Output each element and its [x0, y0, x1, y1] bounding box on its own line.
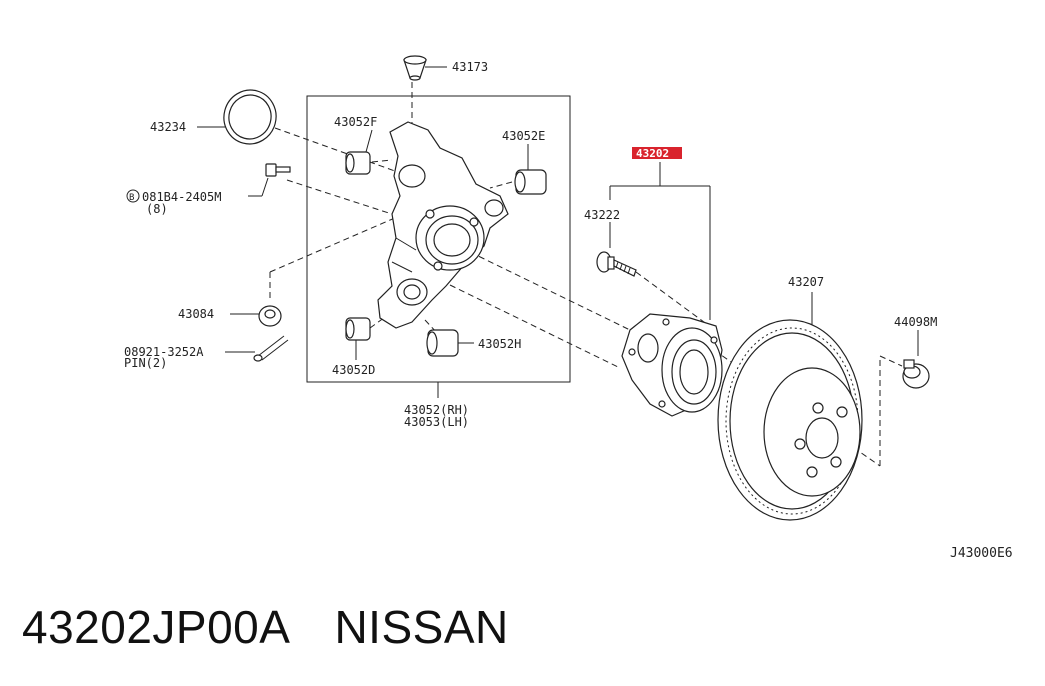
label-43052d: 43052D [332, 363, 375, 377]
caption-brand: NISSAN [334, 601, 509, 653]
label-43052e: 43052E [502, 129, 545, 143]
bolt-circle-mark [126, 189, 140, 203]
bushing-43052d [345, 317, 371, 341]
dust-cap-43173 [403, 55, 427, 81]
label-43173: 43173 [452, 60, 488, 74]
brake-disc-43207 [717, 319, 863, 521]
caption: 43202JP00A NISSAN [22, 600, 509, 660]
label-43207: 43207 [788, 275, 824, 289]
bushing-43052f [345, 151, 371, 175]
hub-bearing-assembly [621, 313, 723, 417]
highlight-badge [632, 147, 682, 159]
cotter-pin [253, 335, 289, 362]
label-knuckle-lh: 43053(LH) [404, 415, 469, 429]
label-44098m: 44098M [894, 315, 937, 329]
label-43084: 43084 [178, 307, 214, 321]
label-43052f: 43052F [334, 115, 377, 129]
steering-knuckle [377, 121, 509, 329]
bolt-circle-letter: B [129, 193, 134, 203]
hub-bolt-43222 [596, 251, 637, 277]
label-43222: 43222 [584, 208, 620, 222]
plug-44098m [902, 359, 930, 389]
o-ring-seal-43234 [223, 89, 277, 145]
label-43052h: 43052H [478, 337, 521, 351]
bushing-43052h [426, 329, 459, 357]
caption-part-number: 43202JP00A [22, 601, 291, 653]
bushing-43052e [514, 169, 547, 195]
bolt-081b4 [265, 163, 291, 177]
label-pin-code: 08921-3252A [124, 345, 204, 359]
label-pin-text: PIN(2) [124, 356, 167, 370]
leader-lines [197, 66, 919, 398]
label-43202: 43202 [636, 147, 669, 160]
label-bolt-code: 081B4-2405M [142, 190, 221, 204]
parts-diagram: 43173 43234 43052F 43052E B 081B4-2405M … [124, 55, 1013, 561]
label-43234: 43234 [150, 120, 186, 134]
nut-43084 [258, 305, 282, 327]
label-ref-code: J43000E6 [950, 546, 1013, 561]
label-knuckle-rh: 43052(RH) [404, 403, 469, 417]
label-bolt-qty: (8) [146, 202, 168, 216]
